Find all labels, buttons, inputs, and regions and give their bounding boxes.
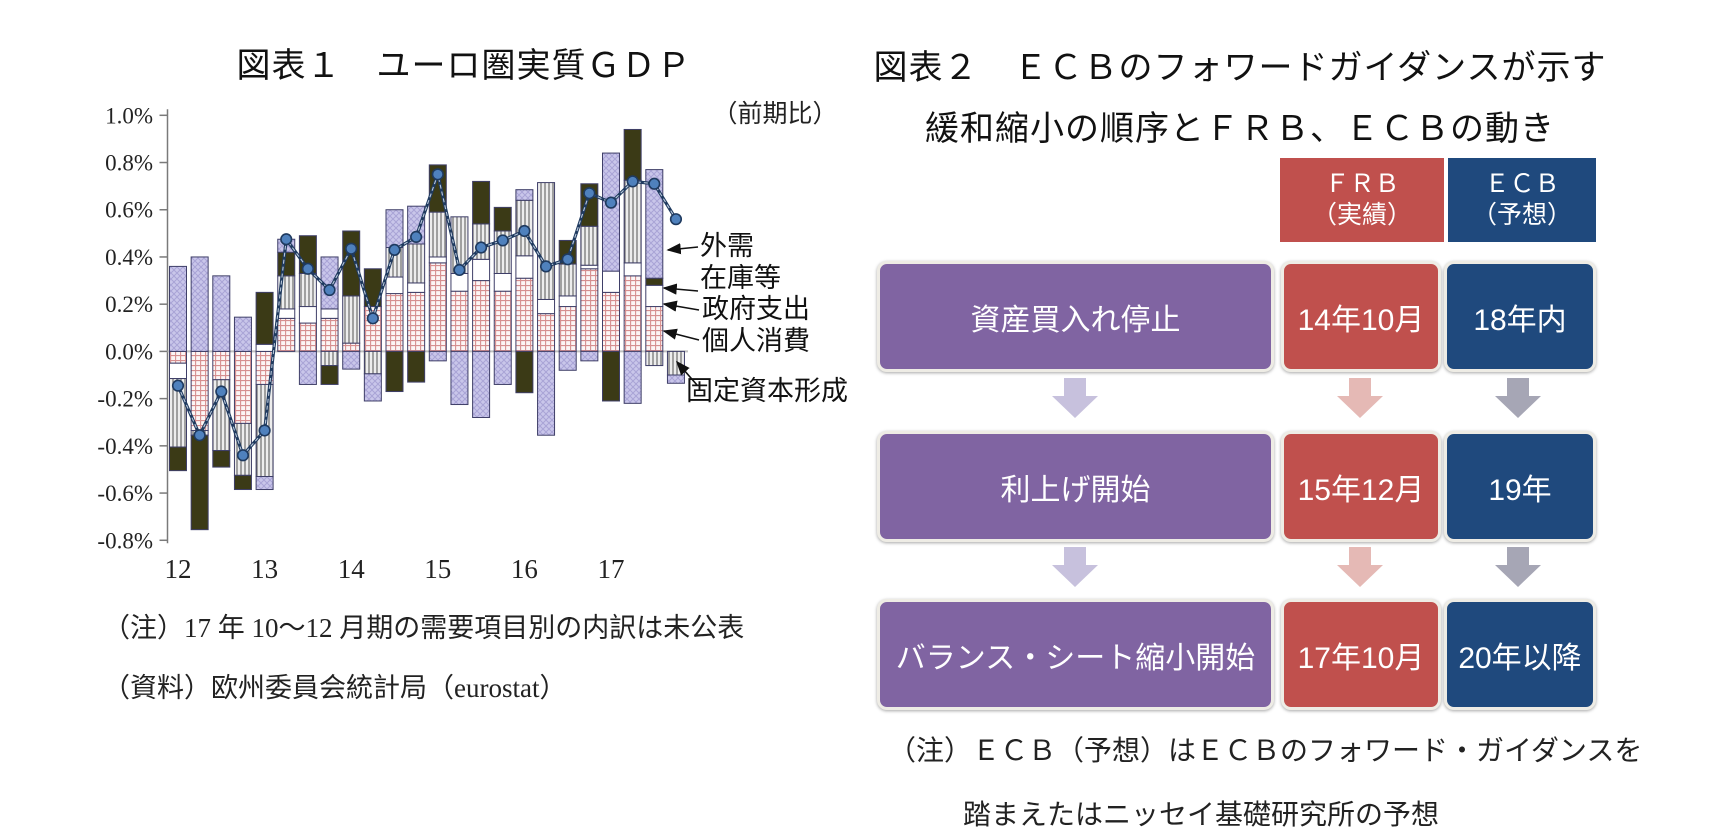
svg-text:-0.6%: -0.6% xyxy=(97,481,153,506)
svg-text:14: 14 xyxy=(338,554,366,584)
ecb-header-label: ＥＣＢ xyxy=(1484,170,1560,198)
svg-text:-0.4%: -0.4% xyxy=(97,434,153,459)
svg-text:13: 13 xyxy=(251,554,278,584)
gdp-stacked-bar-chart: 1.0% 0.8% 0.6% 0.4% 0.2% 0.0% -0.2% -0.4% -0.6% -… xyxy=(97,100,848,584)
svg-text:固定資本形成: 固定資本形成 xyxy=(686,376,848,406)
frb-date-box-row1: 14年10月 xyxy=(1281,261,1441,372)
svg-text:12: 12 xyxy=(165,554,192,584)
figure2-title-line2: 緩和縮小の順序とＦＲＢ、ＥＣＢの動き xyxy=(925,111,1555,148)
svg-text:-0.2%: -0.2% xyxy=(97,387,153,412)
svg-text:17: 17 xyxy=(598,554,625,584)
svg-text:0.6%: 0.6% xyxy=(105,198,153,223)
figure1-note2: （資料）欧州委員会統計局（eurostat） xyxy=(103,673,567,703)
ecb-header-sub: （予想） xyxy=(1471,201,1572,229)
ecb-date-box-row2: 19年 xyxy=(1444,431,1596,542)
frb-date-box-row3: 17年10月 xyxy=(1281,599,1441,710)
ecb-date-box-row3: 20年以降 xyxy=(1444,599,1596,710)
step-box-stop-asset-purchases: 資産買入れ停止 xyxy=(877,261,1274,372)
svg-text:0.4%: 0.4% xyxy=(105,245,153,270)
svg-text:16: 16 xyxy=(511,554,538,584)
svg-text:15: 15 xyxy=(424,554,451,584)
svg-text:1.0%: 1.0% xyxy=(105,103,153,128)
down-arrow-icon xyxy=(1495,378,1541,418)
svg-text:外需: 外需 xyxy=(700,231,754,261)
ecb-date-box-row1: 18年内 xyxy=(1444,261,1596,372)
svg-text:-0.8%: -0.8% xyxy=(97,528,153,553)
svg-text:0.0%: 0.0% xyxy=(105,339,153,364)
down-arrow-icon xyxy=(1337,547,1383,587)
frb-column-header: ＦＲＢ （実績） xyxy=(1280,158,1444,242)
svg-text:0.2%: 0.2% xyxy=(105,292,153,317)
figure2-note-line2: 踏まえたはニッセイ基礎研究所の予想 xyxy=(963,800,1440,831)
ecb-column-header: ＥＣＢ （予想） xyxy=(1448,158,1596,242)
frb-date-box-row2: 15年12月 xyxy=(1281,431,1441,542)
svg-text:個人消費: 個人消費 xyxy=(702,326,810,356)
svg-text:政府支出: 政府支出 xyxy=(702,294,810,324)
svg-text:（前期比）: （前期比） xyxy=(712,100,837,128)
down-arrow-icon xyxy=(1337,378,1383,418)
svg-text:在庫等: 在庫等 xyxy=(700,263,781,293)
down-arrow-icon xyxy=(1052,378,1098,418)
figure2-note-line1: （注）ＥＣＢ（予想）はＥＣＢのフォワード・ガイダンスを xyxy=(888,736,1643,767)
down-arrow-icon xyxy=(1495,547,1541,587)
svg-text:0.8%: 0.8% xyxy=(105,151,153,176)
frb-header-label: ＦＲＢ xyxy=(1324,170,1400,198)
figure2-title-line1: 図表２ ＥＣＢのフォワードガイダンスが示す xyxy=(873,50,1607,87)
figure1-note1: （注）17 年 10～12 月期の需要項目別の内訳は未公表 xyxy=(103,613,745,643)
step-box-start-balance-sheet-reduction: バランス・シート縮小開始 xyxy=(877,599,1274,710)
down-arrow-icon xyxy=(1052,547,1098,587)
step-box-start-rate-hikes: 利上げ開始 xyxy=(877,431,1274,542)
figure1-title: 図表１ ユーロ圏実質ＧＤＰ xyxy=(236,48,692,85)
frb-header-sub: （実績） xyxy=(1311,201,1412,229)
